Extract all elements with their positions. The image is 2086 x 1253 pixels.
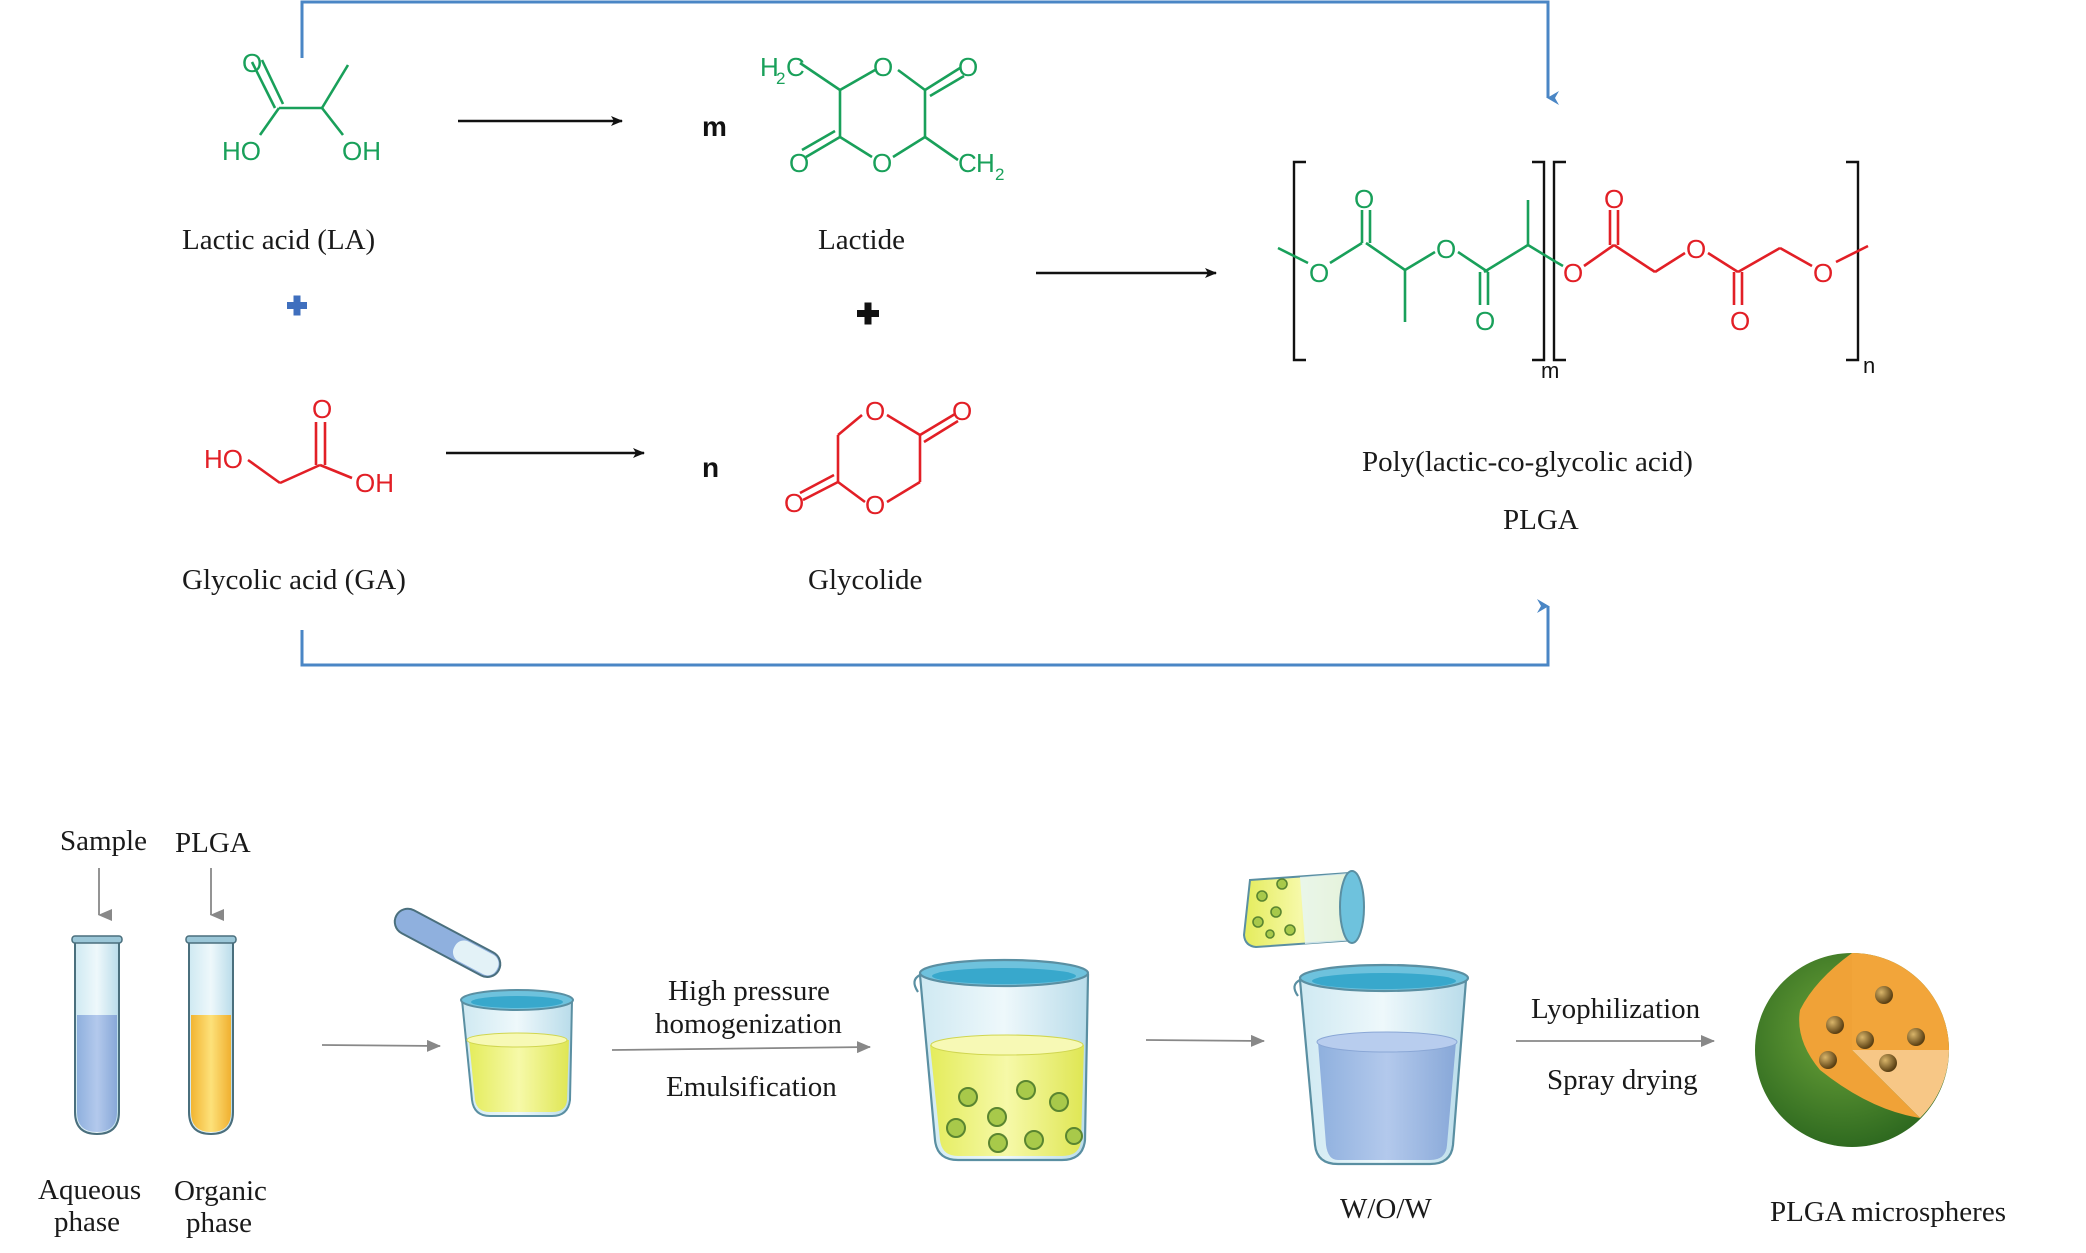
label-aqueous-line2: phase <box>54 1206 120 1238</box>
lactic-acid-structure: O HO OH <box>222 48 381 166</box>
label-lyophilization: Lyophilization <box>1531 993 1701 1025</box>
emulsion-beaker <box>913 958 1090 1162</box>
test-tube-aqueous <box>71 935 123 1136</box>
svg-text:O: O <box>1436 234 1456 264</box>
svg-text:H: H <box>976 148 995 178</box>
svg-text:C: C <box>958 148 977 178</box>
lactide-structure: H 2 C O O O O C H 2 <box>760 52 1004 184</box>
plus-icon-black <box>857 302 879 325</box>
svg-text:O: O <box>1686 234 1706 264</box>
label-aqueous-line1: Aqueous <box>38 1174 141 1206</box>
svg-text:2: 2 <box>776 69 785 88</box>
svg-text:O: O <box>1604 184 1624 214</box>
label-plga-abbr: PLGA <box>1503 504 1579 536</box>
label-hp-line2: homogenization <box>655 1008 842 1040</box>
svg-text:O: O <box>865 490 885 520</box>
label-emulsification: Emulsification <box>666 1071 837 1103</box>
label-organic-line2: phase <box>186 1207 252 1239</box>
plga-microsphere <box>1755 953 1949 1147</box>
label-wow: W/O/W <box>1340 1193 1432 1225</box>
label-spray-drying: Spray drying <box>1547 1064 1698 1096</box>
svg-text:2: 2 <box>995 165 1004 184</box>
svg-text:HO: HO <box>222 136 261 166</box>
glycolide-structure: O O O O <box>784 396 972 520</box>
svg-text:C: C <box>786 52 805 82</box>
label-hp-line1: High pressure <box>668 975 830 1007</box>
svg-text:O: O <box>872 148 892 178</box>
glycolic-acid-structure: O HO OH <box>204 394 394 498</box>
test-tube-organic <box>185 935 237 1136</box>
svg-text:O: O <box>789 148 809 178</box>
label-sample: Sample <box>60 825 147 857</box>
svg-text:OH: OH <box>342 136 381 166</box>
svg-text:O: O <box>1354 184 1374 214</box>
label-glycolic-acid: Glycolic acid (GA) <box>182 564 406 596</box>
coefficient-m: m <box>702 111 727 142</box>
label-plga-input: PLGA <box>175 827 251 859</box>
wow-beaker <box>1293 963 1470 1166</box>
svg-text:O: O <box>1563 258 1583 288</box>
svg-text:O: O <box>1813 258 1833 288</box>
route-arrow-bottom <box>300 599 1550 667</box>
svg-text:O: O <box>1309 258 1329 288</box>
svg-text:O: O <box>865 396 885 426</box>
arrow-to-wow <box>1145 1034 1265 1047</box>
plga-polymer-structure: m n O O O O O O O O O <box>1277 160 1875 383</box>
label-plga-name: Poly(lactic-co-glycolic acid) <box>1362 446 1693 478</box>
emulsion-droplets <box>946 1080 1083 1153</box>
small-beaker <box>460 989 574 1117</box>
svg-text:O: O <box>784 488 804 518</box>
label-lactic-acid: Lactic acid (LA) <box>182 224 375 256</box>
svg-text:O: O <box>873 52 893 82</box>
label-lactide: Lactide <box>818 224 905 256</box>
svg-text:O: O <box>1730 306 1750 336</box>
plus-icon-blue <box>287 295 307 316</box>
pouring-beaker <box>1242 870 1365 949</box>
coefficient-n: n <box>702 452 719 483</box>
svg-text:O: O <box>958 52 978 82</box>
svg-text:HO: HO <box>204 444 243 474</box>
svg-text:O: O <box>312 394 332 424</box>
svg-text:OH: OH <box>355 468 394 498</box>
svg-text:m: m <box>1541 358 1559 383</box>
label-organic-line1: Organic <box>174 1175 267 1207</box>
svg-text:O: O <box>242 48 262 78</box>
label-glycolide: Glycolide <box>808 564 922 596</box>
label-plga-microspheres: PLGA microspheres <box>1770 1196 2006 1228</box>
pouring-tube <box>393 907 502 978</box>
svg-text:O: O <box>952 396 972 426</box>
svg-text:H: H <box>760 52 779 82</box>
svg-text:O: O <box>1475 306 1495 336</box>
svg-text:n: n <box>1863 353 1875 378</box>
route-arrow-top <box>300 0 1559 105</box>
arrow-to-small-beaker <box>321 1039 441 1052</box>
arrow-homogenization <box>611 1041 871 1054</box>
